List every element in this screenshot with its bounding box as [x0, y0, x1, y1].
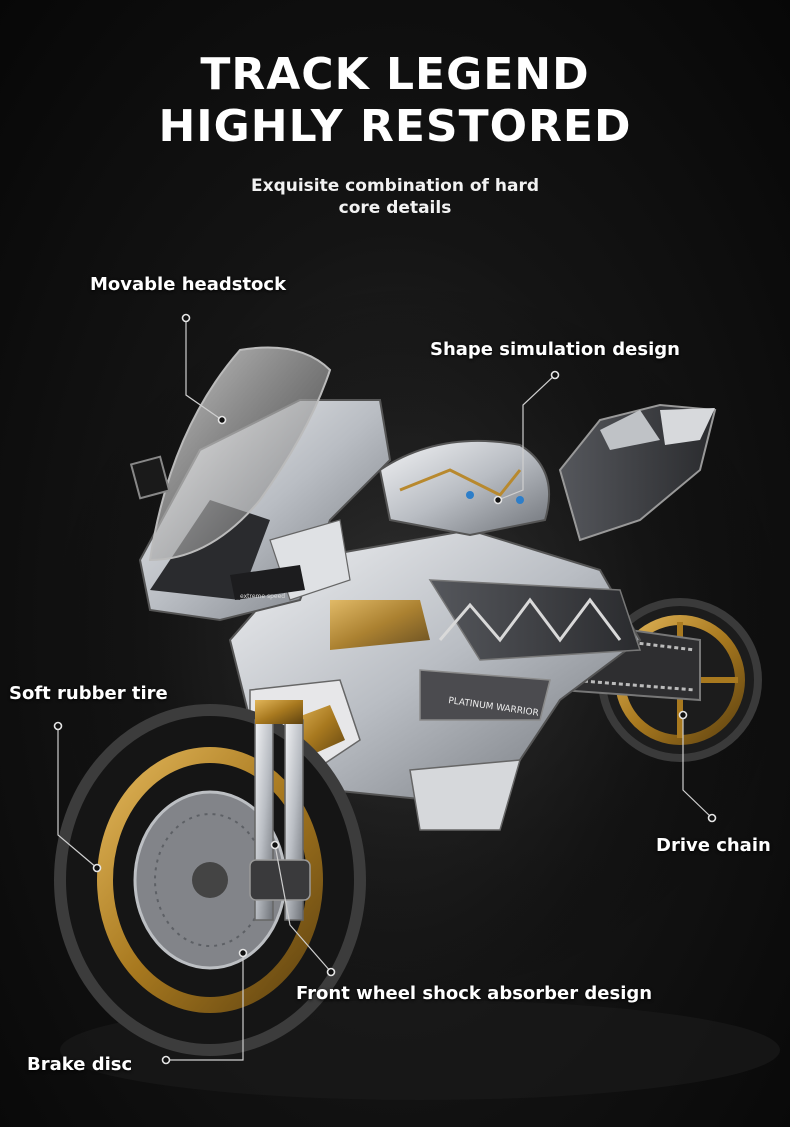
windscreen — [148, 346, 332, 562]
headline-line-1: TRACK LEGEND — [200, 49, 590, 100]
callout-rubber-tire: Soft rubber tire — [9, 683, 168, 704]
tagline-line-2: core details — [338, 198, 452, 218]
decal-nose: extreme speed — [240, 593, 285, 600]
callout-shape-simulation: Shape simulation design — [430, 339, 680, 360]
callout-drive-chain: Drive chain — [656, 835, 771, 856]
callout-front-shock: Front wheel shock absorber design — [296, 983, 653, 1004]
mirror — [129, 455, 171, 500]
headline-line-2: HIGHLY RESTORED — [158, 101, 632, 152]
front-fork — [249, 700, 311, 921]
callout-headstock: Movable headstock — [90, 274, 287, 295]
tagline-line-1: Exquisite combination of hard — [250, 176, 539, 196]
callout-brake-disc: Brake disc — [27, 1054, 133, 1075]
leader-lines — [53, 313, 717, 1065]
fuel-tank — [378, 439, 551, 537]
tail-section — [558, 403, 717, 542]
